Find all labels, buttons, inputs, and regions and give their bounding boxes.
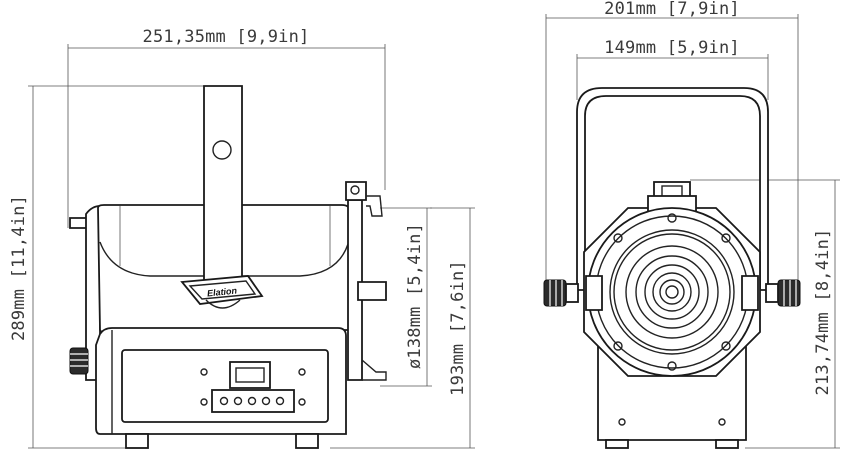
fresnel-lens [613, 233, 731, 351]
foot-right [295, 433, 319, 449]
side-height-dimension: 289mm [11,4in] [9, 195, 29, 341]
lens-outer-ring [587, 207, 757, 377]
panel-button-4 [261, 396, 271, 406]
button-panel [211, 389, 295, 413]
gel-frame-holder [345, 181, 387, 381]
front-knob-right [765, 279, 801, 307]
yoke-hole [212, 140, 232, 160]
logo-badge: Elation [180, 275, 264, 305]
panel-button-2 [233, 396, 243, 406]
front-width-dimension: 201mm [7,9in] [604, 0, 740, 19]
panel-button-1 [219, 396, 229, 406]
side-width-dimension: 251,35mm [9,9in] [143, 27, 310, 47]
body-height-dimension: 193mm [7,6in] [448, 260, 468, 396]
side-view: 251,35mm [9,9in] 289mm [11,4in] ø138mm [… [9, 27, 475, 449]
front-height-dimension: 213,74mm [8,4in] [813, 229, 833, 396]
side-knob [69, 347, 89, 375]
bezel-bolts [591, 213, 753, 371]
latch-right [741, 275, 759, 311]
front-view: 201mm [7,9in] 149mm [5,9in] 213,74mm [8,… [543, 0, 840, 449]
yoke-arm [203, 85, 243, 289]
front-knob-left [543, 279, 579, 307]
panel-button-5 [275, 396, 285, 406]
yoke-width-dimension: 149mm [5,9in] [604, 38, 740, 58]
latch-left [585, 275, 603, 311]
foot-left [125, 433, 149, 449]
lens-diameter-dimension: ø138mm [5,4in] [405, 223, 425, 369]
front-foot-left [605, 439, 629, 449]
logo-text: Elation [207, 285, 238, 298]
front-foot-right [715, 439, 739, 449]
panel-button-3 [247, 396, 257, 406]
